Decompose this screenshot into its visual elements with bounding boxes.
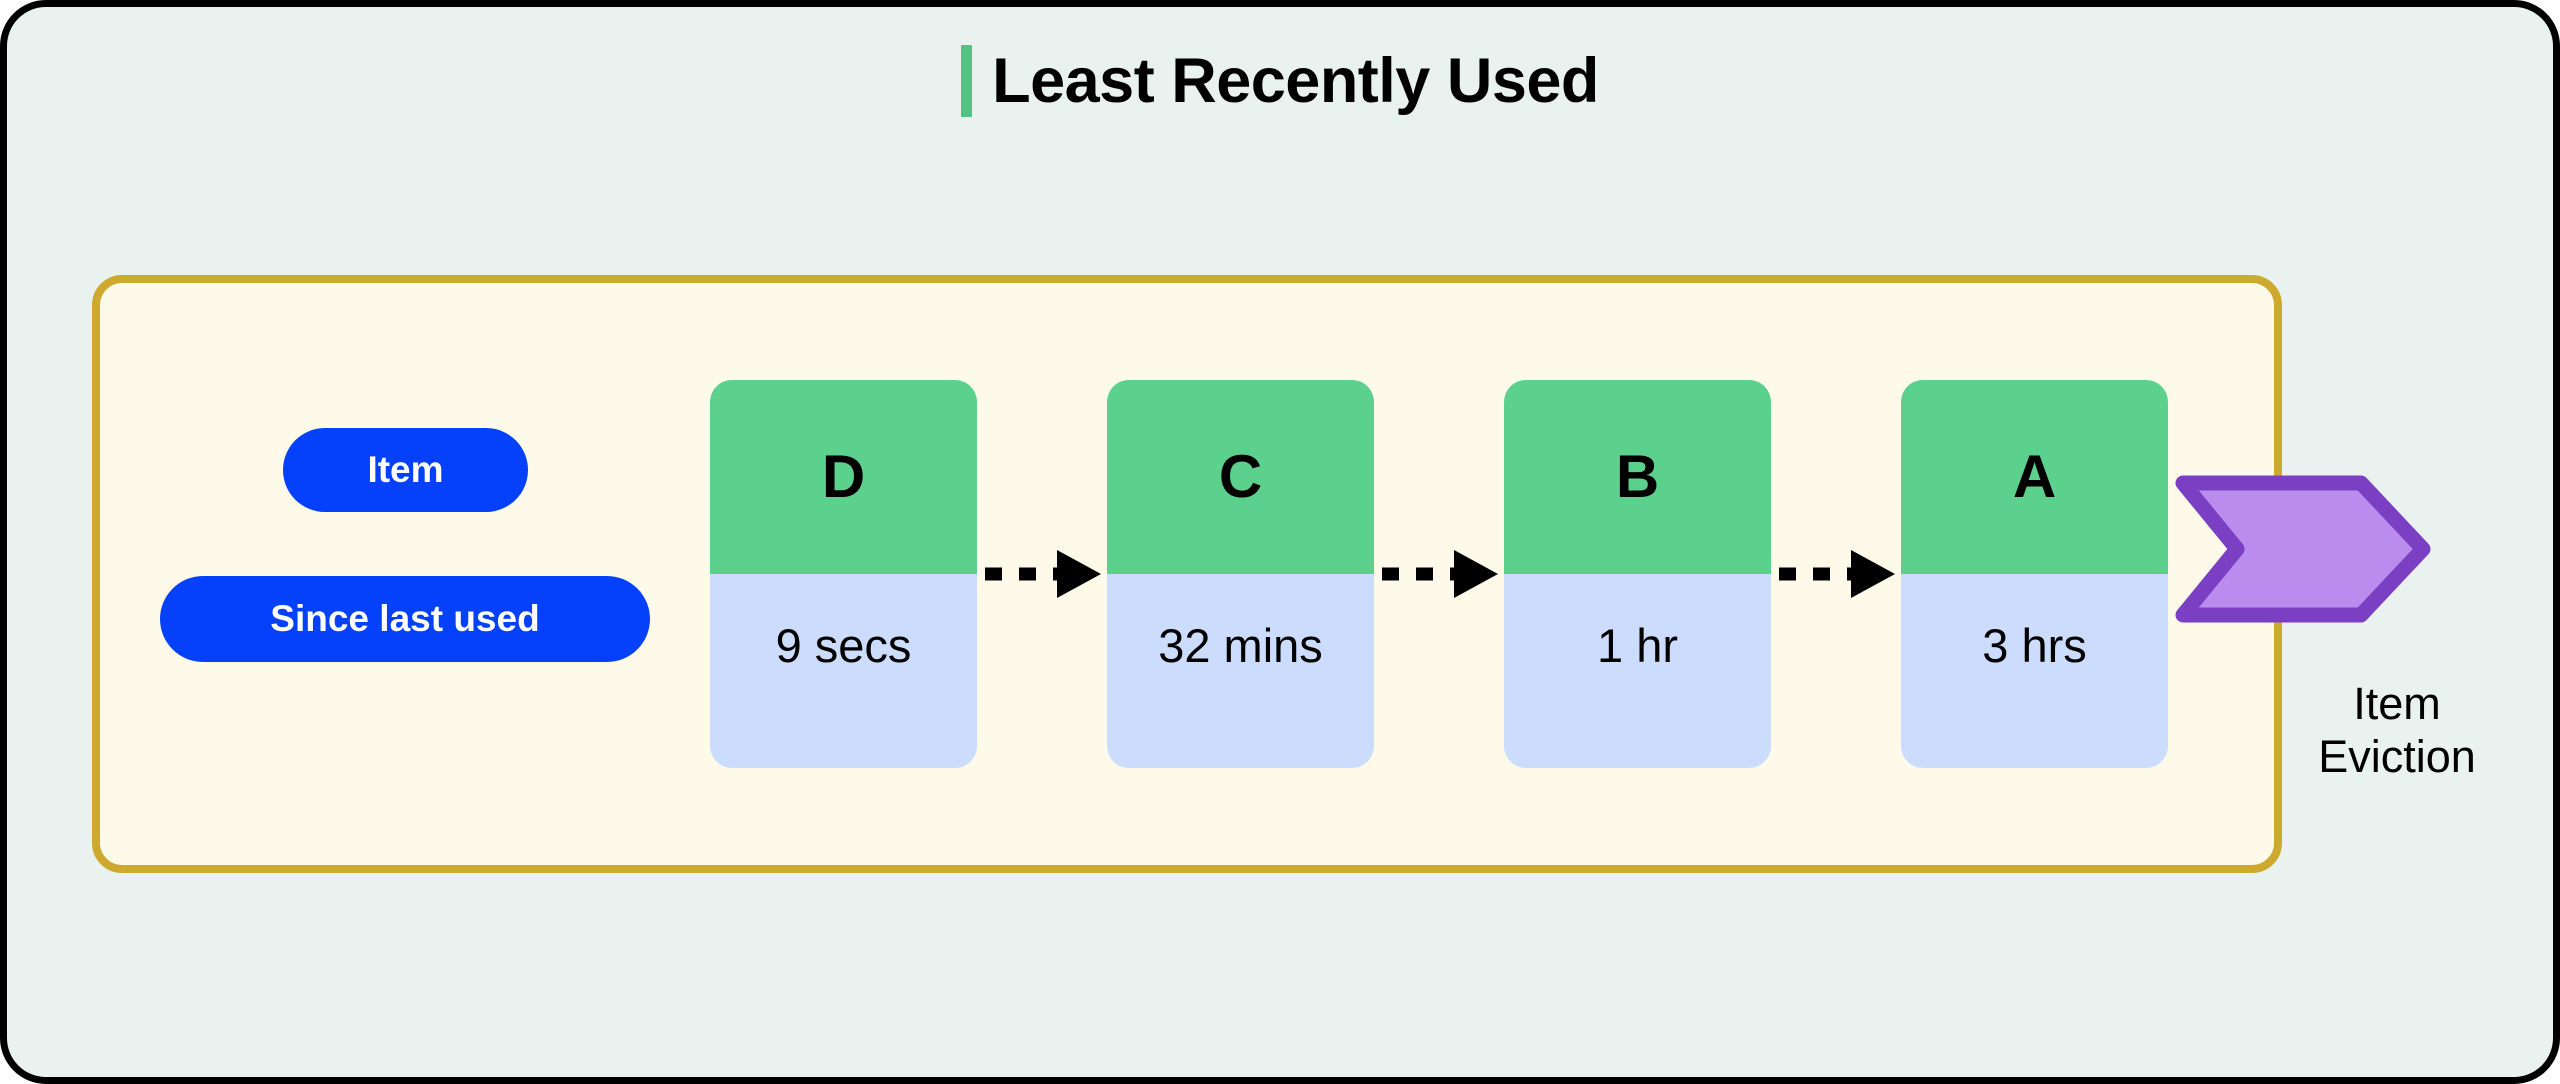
card-time-section: 1 hr [1504,574,1771,768]
arrow-connector [1374,380,1504,768]
card-time: 9 secs [775,619,912,672]
card-time-section: 3 hrs [1901,574,2168,768]
arrow-connector [1771,380,1901,768]
card-letter-section: A [1901,380,2168,574]
dashed-arrow-icon [985,550,1101,598]
card-time: 1 hr [1597,619,1678,672]
legend-since-label: Since last used [270,598,540,639]
legend-pill-since-last-used: Since last used [160,576,650,662]
eviction-chevron-icon [2175,475,2431,623]
card-time-section: 9 secs [710,574,977,768]
dashed-arrow-icon [1779,550,1895,598]
cache-card: B 1 hr [1504,380,1771,768]
cache-card: C 32 mins [1107,380,1374,768]
card-letter-section: C [1107,380,1374,574]
arrow-connector [977,380,1107,768]
dashed-arrow-icon [1382,550,1498,598]
card-letter: C [1218,443,1263,510]
legend-item-label: Item [367,449,444,490]
card-letter: B [1615,443,1660,510]
cache-panel: Item Since last used D 9 secs [92,275,2282,873]
card-letter-section: D [710,380,977,574]
eviction-label: Item Eviction [2282,677,2512,783]
legend-pill-item: Item [283,428,528,512]
eviction-label-line2: Eviction [2318,731,2476,783]
card-letter-section: B [1504,380,1771,574]
title-accent-bar [961,45,973,117]
cache-card-track: D 9 secs C 32 mins [710,283,2168,865]
page-title: Least Recently Used [7,45,2553,117]
card-letter: D [821,443,866,510]
title-text: Least Recently Used [992,45,1599,116]
card-letter: A [2012,443,2057,510]
cache-card: D 9 secs [710,380,977,768]
cache-card: A 3 hrs [1901,380,2168,768]
card-time-section: 32 mins [1107,574,1374,768]
eviction-label-line1: Item [2353,678,2441,729]
card-time: 3 hrs [1982,619,2087,672]
card-time: 32 mins [1158,619,1323,672]
legend-group: Item Since last used [100,283,740,865]
